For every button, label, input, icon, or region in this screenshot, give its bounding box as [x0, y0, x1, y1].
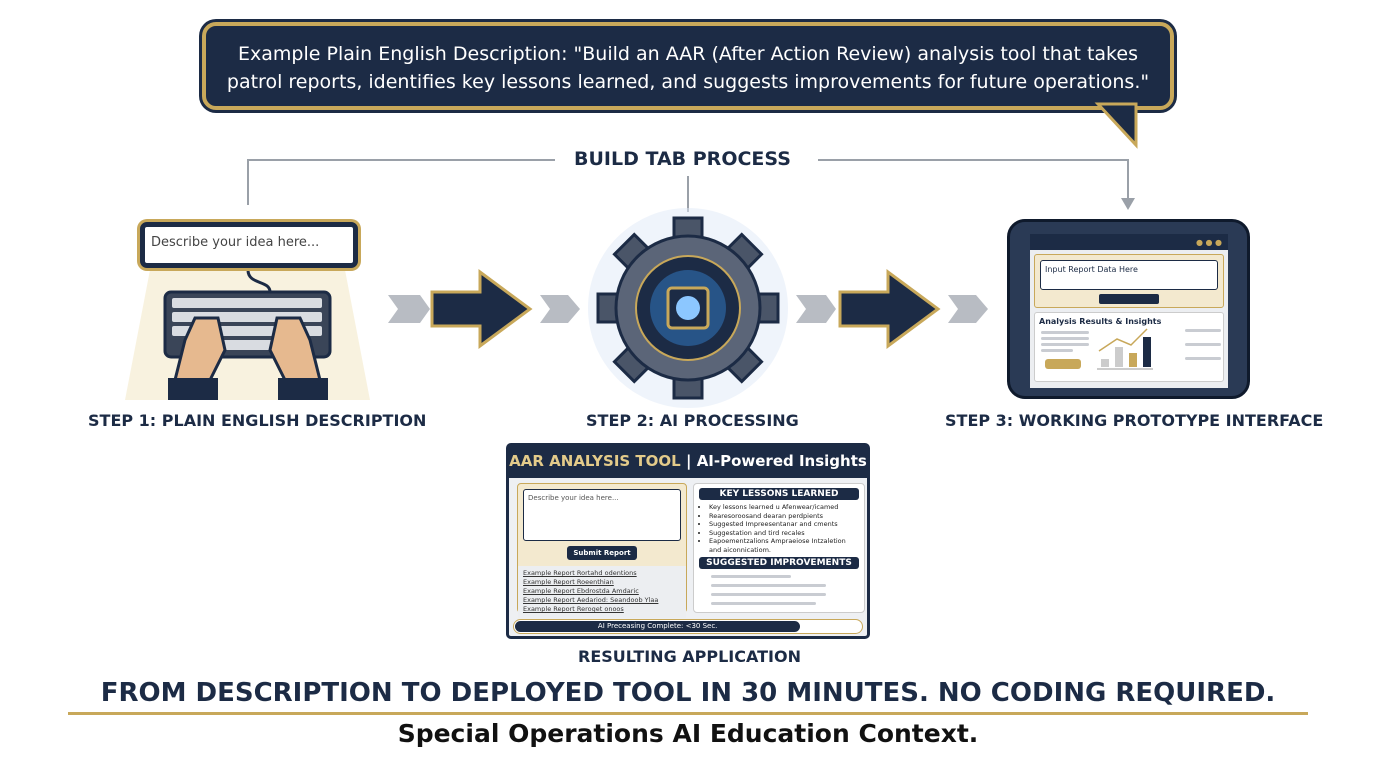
subheadline: Special Operations AI Education Context. [397, 719, 979, 748]
submit-report-button[interactable]: Submit Report [567, 546, 637, 560]
example-report-link[interactable]: Example Report Ebdrostda Amdaric [523, 587, 639, 595]
example-report-link[interactable]: Example Report Reroget onoos [523, 605, 624, 613]
lesson-item: Rearesoroosand dearan perdpients [709, 512, 859, 521]
example-report-link[interactable]: Example Report Aedariod: Seandoob Ylaa [523, 596, 659, 604]
lessons-header: KEY LESSONS LEARNED [699, 488, 859, 500]
mini-chart [1097, 328, 1153, 370]
lesson-item: Key lessons learned u Afenwear/icamed [709, 503, 859, 512]
lesson-item: Eapoementzalions Ampraeiose Intzaletion … [709, 537, 859, 554]
app-description-input[interactable]: Describe your idea here... [523, 489, 681, 541]
tablet-prototype: ● ● ● Input Report Data Here Analysis Re… [1007, 219, 1250, 399]
submit-button[interactable] [1099, 294, 1159, 304]
idea-input[interactable]: Describe your idea here... [140, 222, 358, 268]
app-title: AAR ANALYSIS TOOL [509, 452, 681, 470]
headline: FROM DESCRIPTION TO DEPLOYED TOOL IN 30 … [100, 678, 1276, 708]
lesson-item: Suggestation and tird recales [709, 529, 859, 538]
resulting-application-label: RESULTING APPLICATION [578, 647, 801, 666]
step-3-label: STEP 3: WORKING PROTOTYPE INTERFACE [945, 411, 1324, 430]
app-header: AAR ANALYSIS TOOL | AI-Powered Insights [509, 446, 867, 478]
arrowhead-icon [1121, 198, 1135, 210]
resulting-application: AAR ANALYSIS TOOL | AI-Powered Insights … [506, 443, 870, 639]
example-report-link[interactable]: Example Report Roeenthian [523, 578, 614, 586]
improvements-header: SUGGESTED IMPROVEMENTS [699, 557, 859, 569]
results-title: Analysis Results & Insights [1039, 317, 1162, 326]
action-button[interactable] [1045, 359, 1081, 369]
headline-underline [68, 712, 1308, 715]
report-data-input[interactable]: Input Report Data Here [1040, 260, 1218, 290]
example-report-link[interactable]: Example Report Rortahd odentions [523, 569, 637, 577]
step-1-label: STEP 1: PLAIN ENGLISH DESCRIPTION [88, 411, 427, 430]
right-connector [818, 159, 1129, 200]
lesson-item: Suggested Impreesentanar and cments [709, 520, 859, 529]
app-subtitle: AI-Powered Insights [696, 452, 867, 470]
keyboard-hands-icon [125, 269, 370, 400]
flow-arrow-2 [796, 269, 988, 349]
flow-arrow-1 [388, 269, 580, 349]
bubble-tail [1094, 102, 1138, 149]
window-dots-icon: ● ● ● [1195, 238, 1222, 247]
bubble-text: Example Plain English Description: "Buil… [226, 43, 1150, 93]
process-title: BUILD TAB PROCESS [574, 148, 791, 170]
ai-gear-icon [588, 208, 788, 408]
processing-status: AI Preceasing Complete: <30 Sec. [515, 621, 801, 632]
tablet-screen: ● ● ● Input Report Data Here Analysis Re… [1030, 234, 1228, 388]
left-connector [247, 159, 555, 205]
step-2-label: STEP 2: AI PROCESSING [586, 411, 799, 430]
example-description-bubble: Example Plain English Description: "Buil… [202, 22, 1174, 110]
